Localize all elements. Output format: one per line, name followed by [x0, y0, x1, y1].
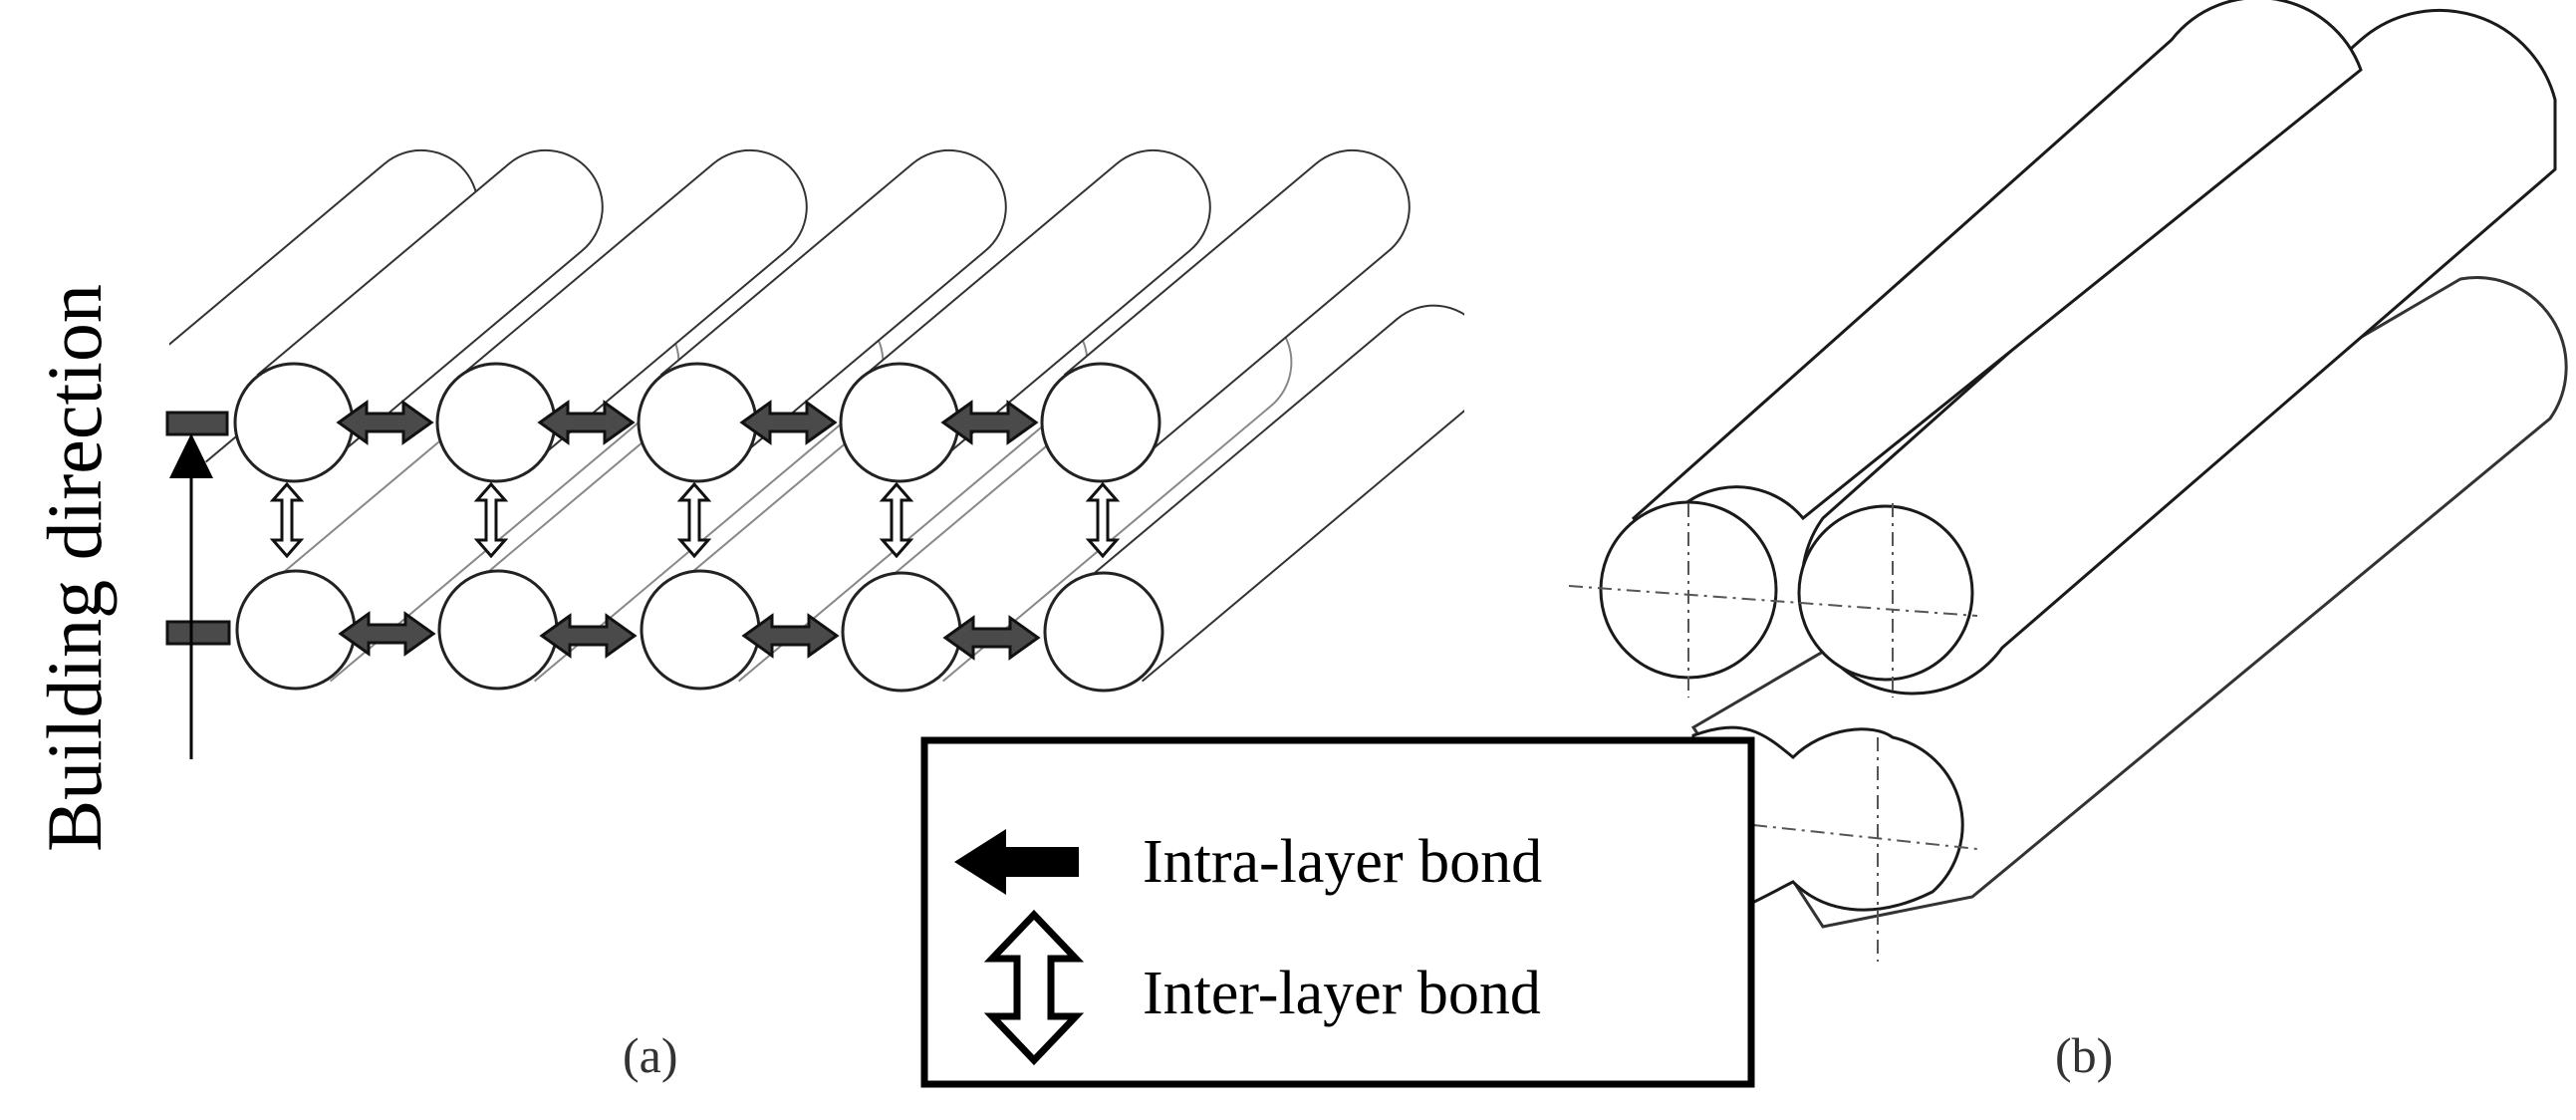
inter-arrow-1	[271, 482, 303, 558]
cross-section-upper-5	[1040, 362, 1161, 483]
cross-section-upper-2	[435, 362, 557, 483]
cross-section-upper-3	[637, 362, 758, 483]
cross-section-upper-4	[839, 362, 960, 483]
cross-section-lower-4	[841, 571, 962, 693]
inter-layer-legend-arrow	[983, 909, 1085, 1066]
cross-section-lower-2	[437, 569, 559, 691]
building-direction-arrow	[169, 433, 213, 759]
building-direction-text: Building direction	[31, 284, 118, 852]
intra-layer-bond-label: Intra-layer bond	[1143, 828, 1543, 896]
caption-b: (b)	[2055, 1027, 2114, 1083]
legend-box	[920, 736, 1755, 1088]
upper-layer-strands	[169, 148, 1411, 463]
cross-section-lower-3	[640, 569, 761, 691]
cross-section-lower-5	[1043, 571, 1164, 693]
upper-right-cross-section	[1797, 504, 1974, 682]
cross-section-upper-1	[233, 362, 355, 483]
cross-section-lower-1	[235, 569, 357, 691]
intra-layer-legend-arrow	[954, 829, 1079, 895]
center-lines	[1568, 503, 1978, 962]
intra-arrow-edge-lower	[165, 620, 231, 646]
inter-layer-bond-label: Inter-layer bond	[1143, 960, 1541, 1027]
intra-arrow-edge-upper	[165, 411, 229, 436]
strand-cross-sections	[233, 362, 1164, 693]
intra-layer-bond-arrows	[165, 401, 1040, 660]
caption-a: (a)	[623, 1027, 678, 1083]
panel-a-strands	[169, 148, 1464, 683]
